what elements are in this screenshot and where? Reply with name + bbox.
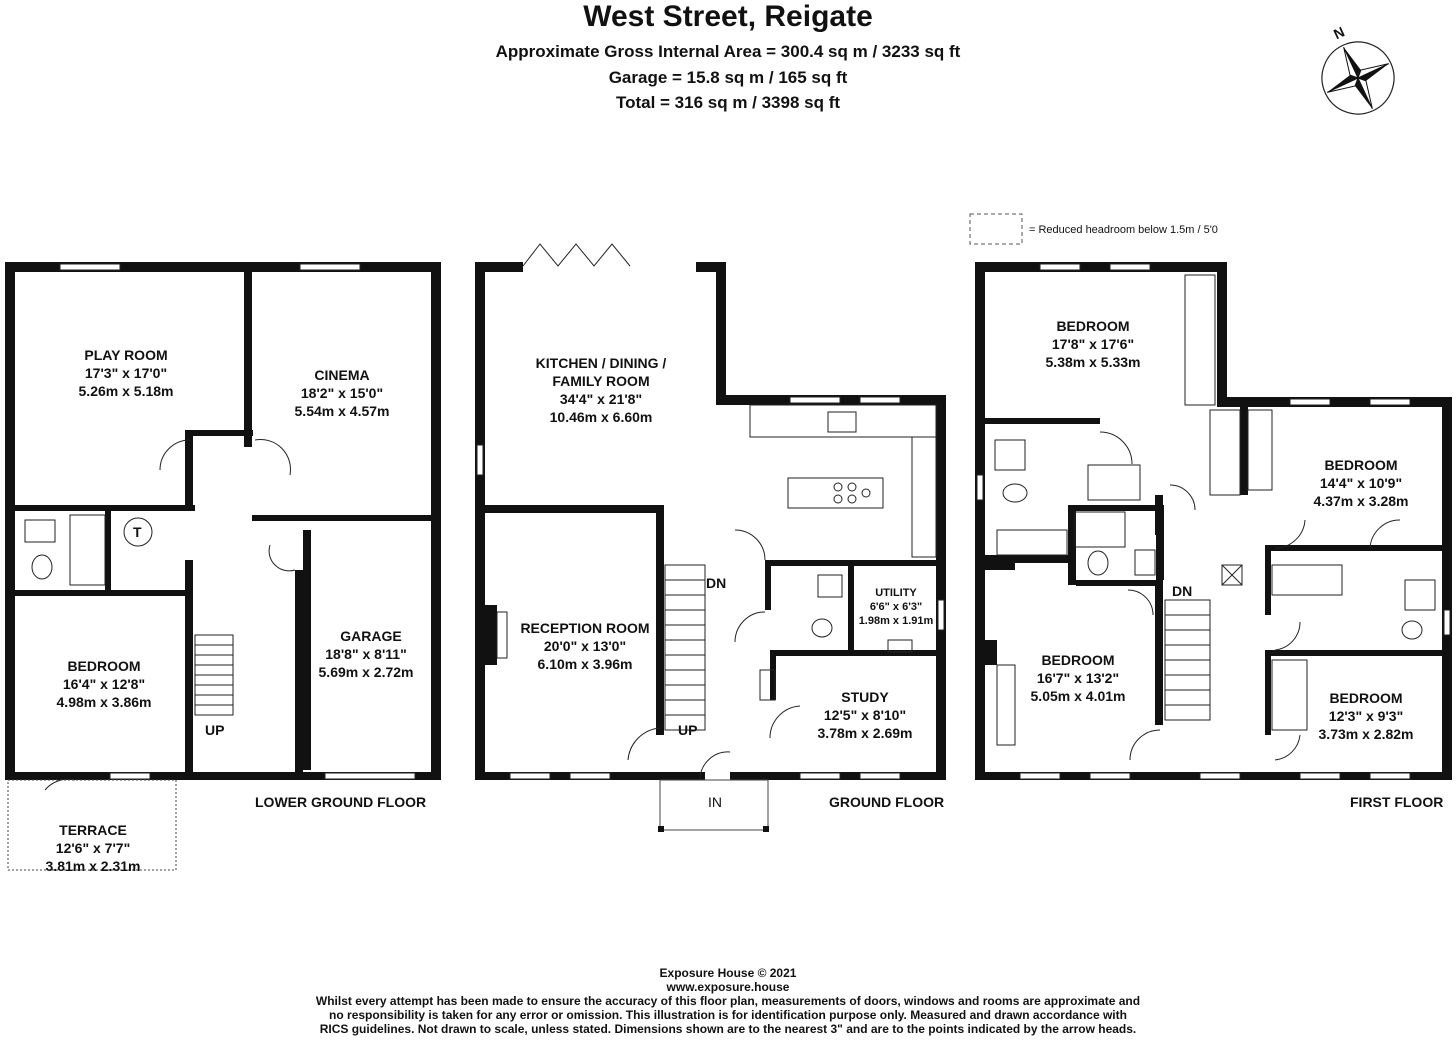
room-reception-name: RECEPTION ROOM <box>520 620 649 636</box>
page-title: West Street, Reigate <box>583 0 873 33</box>
room-lg-bedroom-imperial: 16'4" x 12'8" <box>63 676 145 692</box>
room-ff-bedroom1-name: BEDROOM <box>1056 318 1129 334</box>
room-ff-bedroom3-imperial: 16'7" x 13'2" <box>1037 670 1119 686</box>
room-kitchen-metric: 10.46m x 6.60m <box>550 409 653 425</box>
room-ff-bedroom1-metric: 5.38m x 5.33m <box>1046 354 1141 370</box>
first-floor-plan <box>975 262 1452 780</box>
footer-disclaimer-line1: Whilst every attempt has been made to en… <box>315 994 1141 1008</box>
room-reception-imperial: 20'0" x 13'0" <box>544 638 626 654</box>
garage-area: Garage = 15.8 sq m / 165 sq ft <box>608 68 848 87</box>
first-stairs-down-label: DN <box>1172 583 1192 599</box>
reduced-headroom-swatch <box>969 213 1023 245</box>
room-garage-metric: 5.69m x 2.72m <box>319 664 414 680</box>
total-area: Total = 316 sq m / 3398 sq ft <box>615 93 841 112</box>
gross-internal-area: Approximate Gross Internal Area = 300.4 … <box>495 42 961 61</box>
footer-website: www.exposure.house <box>666 980 790 994</box>
lower-ground-stairs-label: UP <box>205 722 224 738</box>
room-playroom-name: PLAY ROOM <box>84 347 167 363</box>
room-terrace-name: TERRACE <box>59 822 127 838</box>
first-floor-label: FIRST FLOOR <box>1350 794 1443 810</box>
room-cinema-metric: 5.54m x 4.57m <box>295 403 390 419</box>
footer-copyright: Exposure House © 2021 <box>659 966 797 980</box>
ground-stairs-up-label: UP <box>678 722 697 738</box>
room-ff-bedroom2-metric: 4.37m x 3.28m <box>1314 493 1409 509</box>
room-study-metric: 3.78m x 2.69m <box>818 725 913 741</box>
entrance-label: IN <box>708 794 722 810</box>
room-ff-bedroom3-name: BEDROOM <box>1041 652 1114 668</box>
room-lg-bedroom-name: BEDROOM <box>67 658 140 674</box>
room-ff-bedroom1-imperial: 17'8" x 17'6" <box>1052 336 1134 352</box>
lower-ground-floor-plan <box>5 262 441 871</box>
room-playroom-imperial: 17'3" x 17'0" <box>85 365 167 381</box>
room-ff-bedroom3-metric: 5.05m x 4.01m <box>1031 688 1126 704</box>
room-study-name: STUDY <box>841 689 889 705</box>
room-garage-name: GARAGE <box>340 628 401 644</box>
ground-floor-plan <box>475 243 946 832</box>
room-utility-metric: 1.98m x 1.91m <box>859 615 934 627</box>
compass-north-label: N <box>1331 23 1347 42</box>
footer: Exposure House © 2021 www.exposure.house… <box>0 966 1456 1036</box>
lower-ground-floor-label: LOWER GROUND FLOOR <box>255 794 426 810</box>
room-cinema-imperial: 18'2" x 15'0" <box>301 385 383 401</box>
room-ff-bedroom4-imperial: 12'3" x 9'3" <box>1329 708 1403 724</box>
room-terrace-metric: 3.81m x 2.31m <box>46 858 141 874</box>
room-reception-metric: 6.10m x 3.96m <box>538 656 633 672</box>
room-garage-imperial: 18'8" x 8'11" <box>325 646 406 662</box>
room-cinema-name: CINEMA <box>314 367 369 383</box>
footer-disclaimer-line2: no responsibility is taken for any error… <box>329 1008 1127 1022</box>
room-kitchen-name: KITCHEN / DINING / <box>536 355 667 371</box>
room-lg-bedroom-metric: 4.98m x 3.86m <box>57 694 152 710</box>
room-kitchen-imperial: 34'4" x 21'8" <box>560 391 642 407</box>
room-ff-bedroom4-metric: 3.73m x 2.82m <box>1319 726 1414 742</box>
room-utility-name: UTILITY <box>875 587 917 599</box>
room-playroom-metric: 5.26m x 5.18m <box>79 383 174 399</box>
room-kitchen-name-line2: FAMILY ROOM <box>552 373 649 389</box>
tank-label: T <box>133 524 142 540</box>
room-utility-imperial: 6'6" x 6'3" <box>870 601 922 613</box>
legend-text: = Reduced headroom below 1.5m / 5'0 <box>1029 224 1218 236</box>
ground-stairs-down-label: DN <box>706 575 726 591</box>
footer-disclaimer-line3: RICS guidelines. Not drawn to scale, unl… <box>319 1022 1137 1036</box>
room-ff-bedroom2-name: BEDROOM <box>1324 457 1397 473</box>
room-terrace-imperial: 12'6" x 7'7" <box>56 840 130 856</box>
room-ff-bedroom2-imperial: 14'4" x 10'9" <box>1320 475 1402 491</box>
ground-floor-label: GROUND FLOOR <box>829 794 944 810</box>
room-ff-bedroom4-name: BEDROOM <box>1329 690 1402 706</box>
compass-rose-icon <box>1321 41 1395 115</box>
room-study-imperial: 12'5" x 8'10" <box>824 707 906 723</box>
